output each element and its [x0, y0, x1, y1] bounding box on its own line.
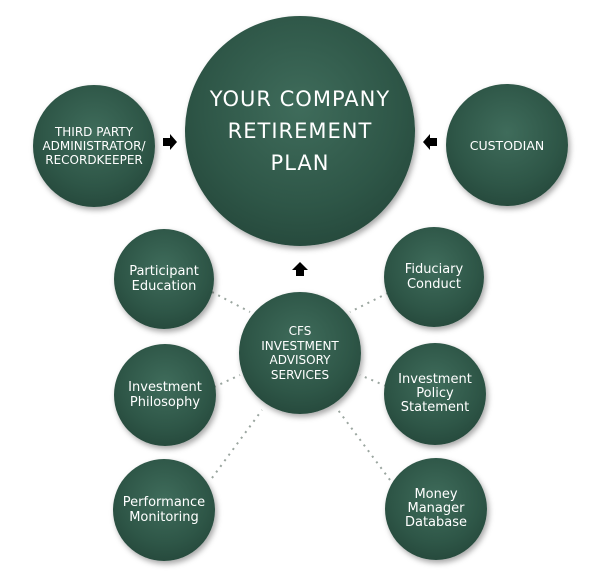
connector-money-manager — [337, 409, 391, 481]
investment-philosophy-label: Investment Philosophy — [128, 380, 202, 410]
money-manager-database-label: Money Manager Database — [404, 487, 468, 530]
company-retirement-plan-node: YOUR COMPANY RETIREMENT PLAN — [185, 16, 415, 246]
investment-policy-statement-node: Investment Policy Statement — [384, 343, 486, 445]
participant-education-label: Participant Education — [129, 264, 199, 294]
arrow-up-icon — [292, 262, 308, 276]
connector-investment-policy — [359, 374, 387, 387]
performance-monitoring-node: Performance Monitoring — [113, 459, 215, 561]
connector-participant-education — [211, 291, 251, 313]
performance-monitoring-label: Performance Monitoring — [122, 495, 206, 525]
arrow-left-icon — [423, 134, 437, 150]
money-manager-database-node: Money Manager Database — [385, 458, 487, 560]
custodian-node: CUSTODIAN — [446, 84, 568, 206]
investment-philosophy-node: Investment Philosophy — [114, 344, 216, 446]
cfs-advisory-services-node: CFS INVESTMENT ADVISORY SERVICES — [239, 292, 361, 414]
third-party-administrator-node: THIRD PARTY ADMINISTRATOR/ RECORDKEEPER — [33, 85, 155, 207]
custodian-label: CUSTODIAN — [469, 137, 545, 153]
connector-fiduciary-conduct — [349, 292, 389, 313]
arrow-right-icon — [163, 134, 177, 150]
fiduciary-conduct-node: Fiduciary Conduct — [384, 227, 484, 327]
connector-investment-philosophy — [213, 374, 241, 388]
investment-policy-statement-label: Investment Policy Statement — [398, 372, 472, 415]
company-retirement-plan-label: YOUR COMPANY RETIREMENT PLAN — [209, 87, 391, 175]
connector-performance-monitoring — [211, 409, 263, 479]
fiduciary-conduct-label: Fiduciary Conduct — [404, 262, 464, 292]
third-party-administrator-label: THIRD PARTY ADMINISTRATOR/ RECORDKEEPER — [42, 125, 146, 167]
cfs-advisory-services-label: CFS INVESTMENT ADVISORY SERVICES — [261, 324, 339, 382]
participant-education-node: Participant Education — [114, 229, 214, 329]
